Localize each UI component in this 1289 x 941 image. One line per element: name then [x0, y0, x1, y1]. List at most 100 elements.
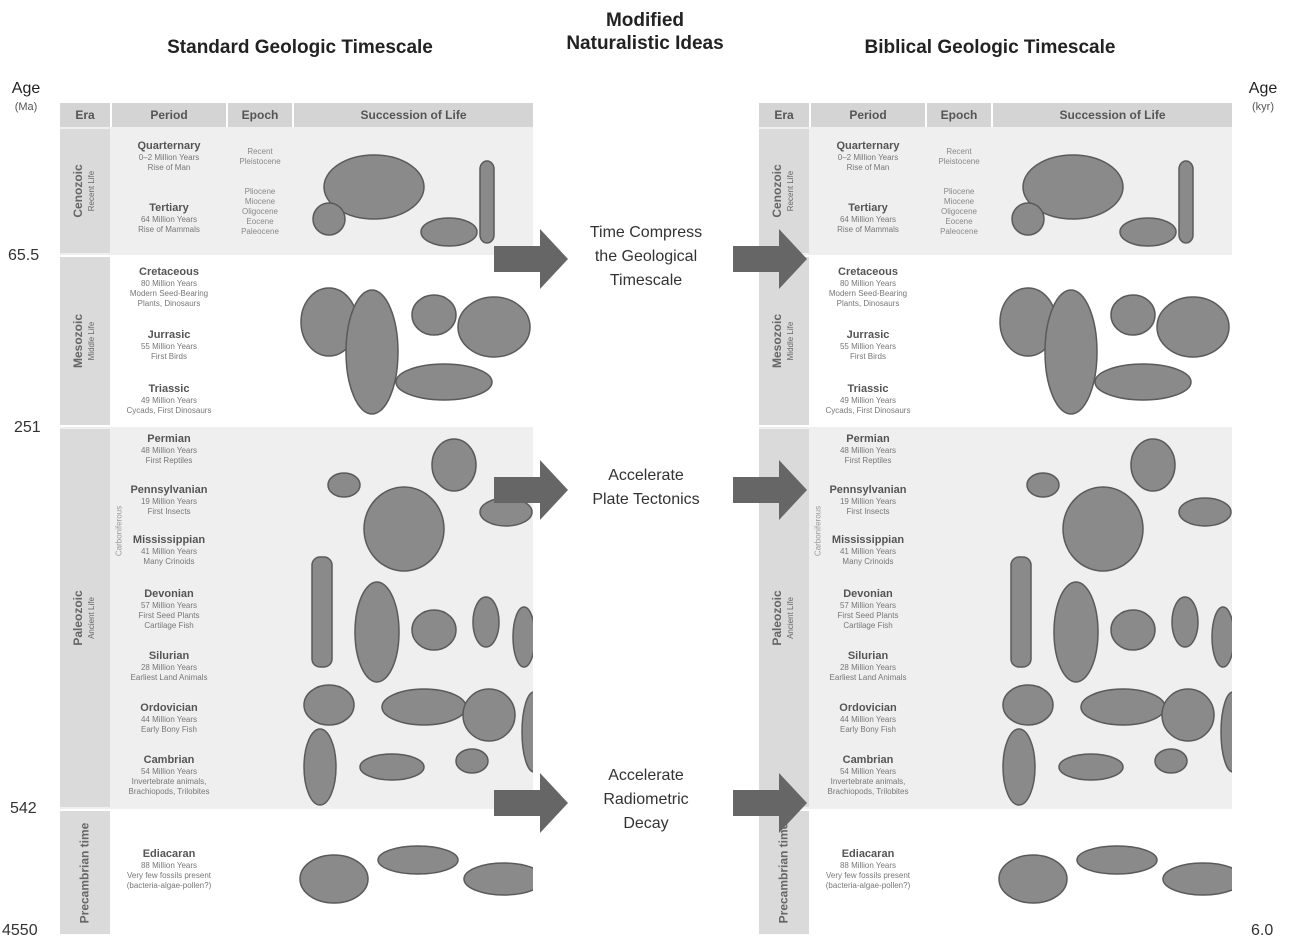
step-plate-tectonics: Accelerate Plate Tectonics	[566, 464, 726, 512]
period-cell: Ediacaran88 Million YearsVery few fossil…	[812, 847, 924, 891]
era-name: Mesozoic	[72, 314, 85, 368]
middle-title-line2: Naturalistic Ideas	[545, 32, 745, 55]
period-note: Very few fossils present	[113, 871, 225, 881]
arrow-right-icon	[494, 773, 568, 833]
era-label: Precambrian time	[79, 822, 92, 923]
era-cell-precambrian: Precambrian time	[60, 811, 110, 934]
period-cell: Cretaceous80 Million YearsModern Seed-Be…	[812, 265, 924, 309]
period-name: Devonian	[113, 587, 225, 601]
horse-icon	[1012, 203, 1044, 235]
period-note: First Seed Plants	[812, 611, 924, 621]
period-note: Brachiopods, Trilobites	[812, 787, 924, 797]
epoch-quaternary: RecentPleistocene	[230, 147, 290, 167]
period-duration: 54 Million Years	[113, 767, 225, 777]
column-life-header: Succession of Life	[993, 103, 1232, 127]
period-note: Early Bony Fish	[113, 725, 225, 735]
period-note: First Insects	[812, 507, 924, 517]
dickinsonia-icon	[1077, 846, 1157, 874]
brachiopod-shell-icon	[456, 749, 488, 773]
epoch-item: Recent	[929, 147, 989, 157]
conch-icon	[1212, 607, 1232, 667]
period-duration: 57 Million Years	[812, 601, 924, 611]
era-name: Paleozoic	[771, 590, 784, 645]
era-name: Cenozoic	[771, 164, 784, 217]
period-note: Early Bony Fish	[812, 725, 924, 735]
pterosaur-icon	[1111, 295, 1155, 335]
period-note: Brachiopods, Trilobites	[113, 787, 225, 797]
period-name: Quarternary	[812, 139, 924, 153]
period-name: Cambrian	[812, 753, 924, 767]
trilobite-icon	[473, 597, 499, 647]
period-duration: 41 Million Years	[113, 547, 225, 557]
period-duration: 64 Million Years	[113, 215, 225, 225]
period-duration: 57 Million Years	[113, 601, 225, 611]
period-cell: Pennsylvanian19 Million YearsFirst Insec…	[812, 483, 924, 517]
period-name: Silurian	[812, 649, 924, 663]
jawless-fish-icon	[1162, 689, 1214, 741]
worm-icon	[360, 754, 424, 780]
age-tick-4550: 4550	[2, 922, 38, 940]
period-name: Triassic	[113, 382, 225, 396]
period-duration: 28 Million Years	[812, 663, 924, 673]
period-name: Cambrian	[113, 753, 225, 767]
period-duration: 0–2 Million Years	[812, 153, 924, 163]
saber-tooth-cat-icon	[421, 218, 477, 246]
period-name: Permian	[812, 432, 924, 446]
column-period-header: Period	[112, 103, 226, 127]
epoch-item: Paleocene	[230, 227, 290, 237]
epoch-item: Pleistocene	[929, 157, 989, 167]
period-note: Plants, Dinosaurs	[812, 299, 924, 309]
period-duration: 88 Million Years	[812, 861, 924, 871]
era-subtitle: Middle Life	[784, 314, 797, 368]
brachiopod-icon	[328, 473, 360, 497]
sea-scorpion-icon	[1003, 685, 1053, 725]
brachiopod-icon	[1027, 473, 1059, 497]
period-note: Earliest Land Animals	[812, 673, 924, 683]
period-name: Pennsylvanian	[812, 483, 924, 497]
period-name: Mississippian	[812, 533, 924, 547]
column-period-header: Period	[811, 103, 925, 127]
step-line: the Geological	[566, 245, 726, 269]
era-subtitle: Recent Life	[784, 164, 797, 217]
period-note: Modern Seed-Bearing	[113, 289, 225, 299]
triceratops-icon	[1157, 297, 1229, 357]
dragonfly-icon	[1179, 498, 1231, 526]
period-name: Ediacaran	[812, 847, 924, 861]
horse-icon	[313, 203, 345, 235]
column-life-header: Succession of Life	[294, 103, 533, 127]
arrow-right-icon	[733, 773, 807, 833]
orthocone-icon	[382, 689, 466, 725]
epoch-item: Oligocene	[929, 207, 989, 217]
epoch-item: Miocene	[230, 197, 290, 207]
period-duration: 44 Million Years	[113, 715, 225, 725]
period-name: Devonian	[812, 587, 924, 601]
epoch-item: Oligocene	[230, 207, 290, 217]
period-name: Jurrasic	[812, 328, 924, 342]
saber-tooth-cat-icon	[1120, 218, 1176, 246]
period-note: First Seed Plants	[113, 611, 225, 621]
period-name: Permian	[113, 432, 225, 446]
period-note: First Birds	[812, 352, 924, 362]
period-duration: 80 Million Years	[812, 279, 924, 289]
column-era-header: Era	[60, 103, 110, 127]
epoch-item: Pliocene	[929, 187, 989, 197]
age-right-title: Age	[1243, 80, 1283, 98]
step-line: Accelerate	[566, 464, 726, 488]
period-name: Quarternary	[113, 139, 225, 153]
period-cell: Silurian28 Million YearsEarliest Land An…	[812, 649, 924, 683]
